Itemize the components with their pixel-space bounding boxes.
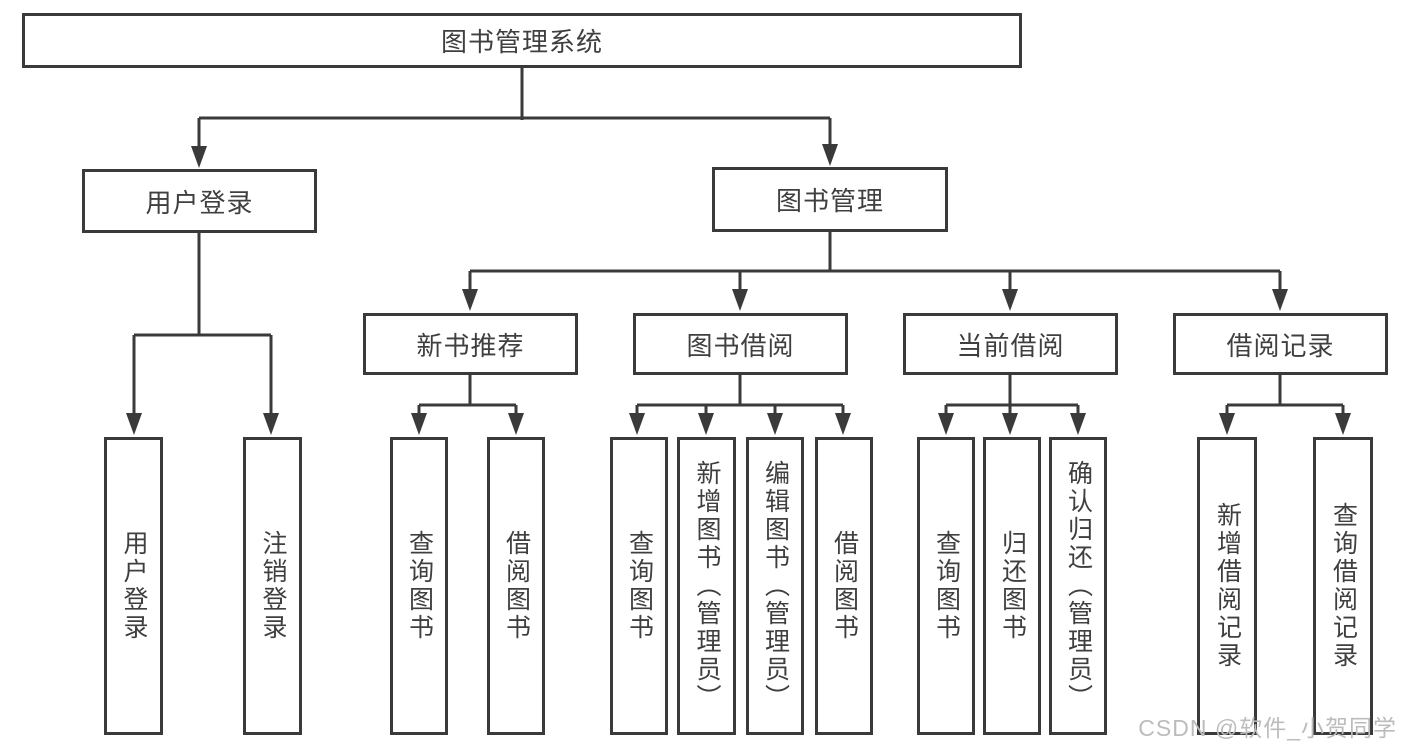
leaf-confirm-return-admin: 确认归还（管理员） bbox=[1049, 437, 1107, 735]
node-label: 新增图书（管理员） bbox=[693, 460, 721, 712]
leaf-logout: 注销登录 bbox=[243, 437, 302, 735]
node-label: 归还图书 bbox=[998, 530, 1027, 642]
leaf-borrow-books: 借阅图书 bbox=[815, 437, 873, 735]
node-user-login: 用户登录 bbox=[82, 169, 317, 233]
node-label: 图书借阅 bbox=[686, 330, 795, 361]
node-label: 图书管理系统 bbox=[440, 27, 603, 57]
leaf-user-login: 用户登录 bbox=[104, 437, 163, 735]
node-label: 查询图书 bbox=[405, 530, 434, 642]
node-label: 查询图书 bbox=[625, 530, 654, 642]
node-label: 编辑图书（管理员） bbox=[761, 460, 790, 712]
leaf-recommend-query-books: 查询图书 bbox=[390, 437, 448, 735]
node-label: 查询借阅记录 bbox=[1329, 502, 1358, 670]
leaf-add-books-admin: 新增图书（管理员） bbox=[677, 437, 736, 735]
node-label: 借阅记录 bbox=[1226, 330, 1335, 361]
node-label: 新增借阅记录 bbox=[1213, 502, 1242, 670]
node-label: 确认归还（管理员） bbox=[1064, 460, 1093, 712]
leaf-query-borrow-record: 查询借阅记录 bbox=[1313, 437, 1373, 735]
leaf-return-books: 归还图书 bbox=[983, 437, 1041, 735]
leaf-recommend-borrow-books: 借阅图书 bbox=[487, 437, 545, 735]
arrowheads bbox=[126, 144, 1351, 435]
node-label: 用户登录 bbox=[145, 187, 254, 218]
csdn-watermark: CSDN @软件_小贺同学 bbox=[1138, 715, 1397, 741]
node-library-management-system: 图书管理系统 bbox=[22, 13, 1022, 68]
node-label: 借阅图书 bbox=[830, 530, 859, 642]
node-new-book-recommend: 新书推荐 bbox=[363, 313, 578, 375]
node-label: 用户登录 bbox=[120, 530, 148, 642]
node-book-management: 图书管理 bbox=[712, 167, 948, 232]
node-label: 查询图书 bbox=[932, 530, 961, 642]
leaf-borrow-query-books: 查询图书 bbox=[610, 437, 668, 735]
leaf-edit-books-admin: 编辑图书（管理员） bbox=[746, 437, 804, 735]
node-label: 新书推荐 bbox=[416, 330, 525, 361]
node-book-borrow: 图书借阅 bbox=[633, 313, 848, 375]
node-label: 注销登录 bbox=[259, 530, 287, 642]
node-current-borrow: 当前借阅 bbox=[903, 313, 1118, 375]
leaf-add-borrow-record: 新增借阅记录 bbox=[1197, 437, 1257, 735]
node-label: 当前借阅 bbox=[956, 330, 1065, 361]
node-label: 借阅图书 bbox=[502, 530, 531, 642]
node-label: 图书管理 bbox=[775, 186, 884, 216]
leaf-current-query-books: 查询图书 bbox=[917, 437, 975, 735]
node-borrow-records: 借阅记录 bbox=[1173, 313, 1388, 375]
